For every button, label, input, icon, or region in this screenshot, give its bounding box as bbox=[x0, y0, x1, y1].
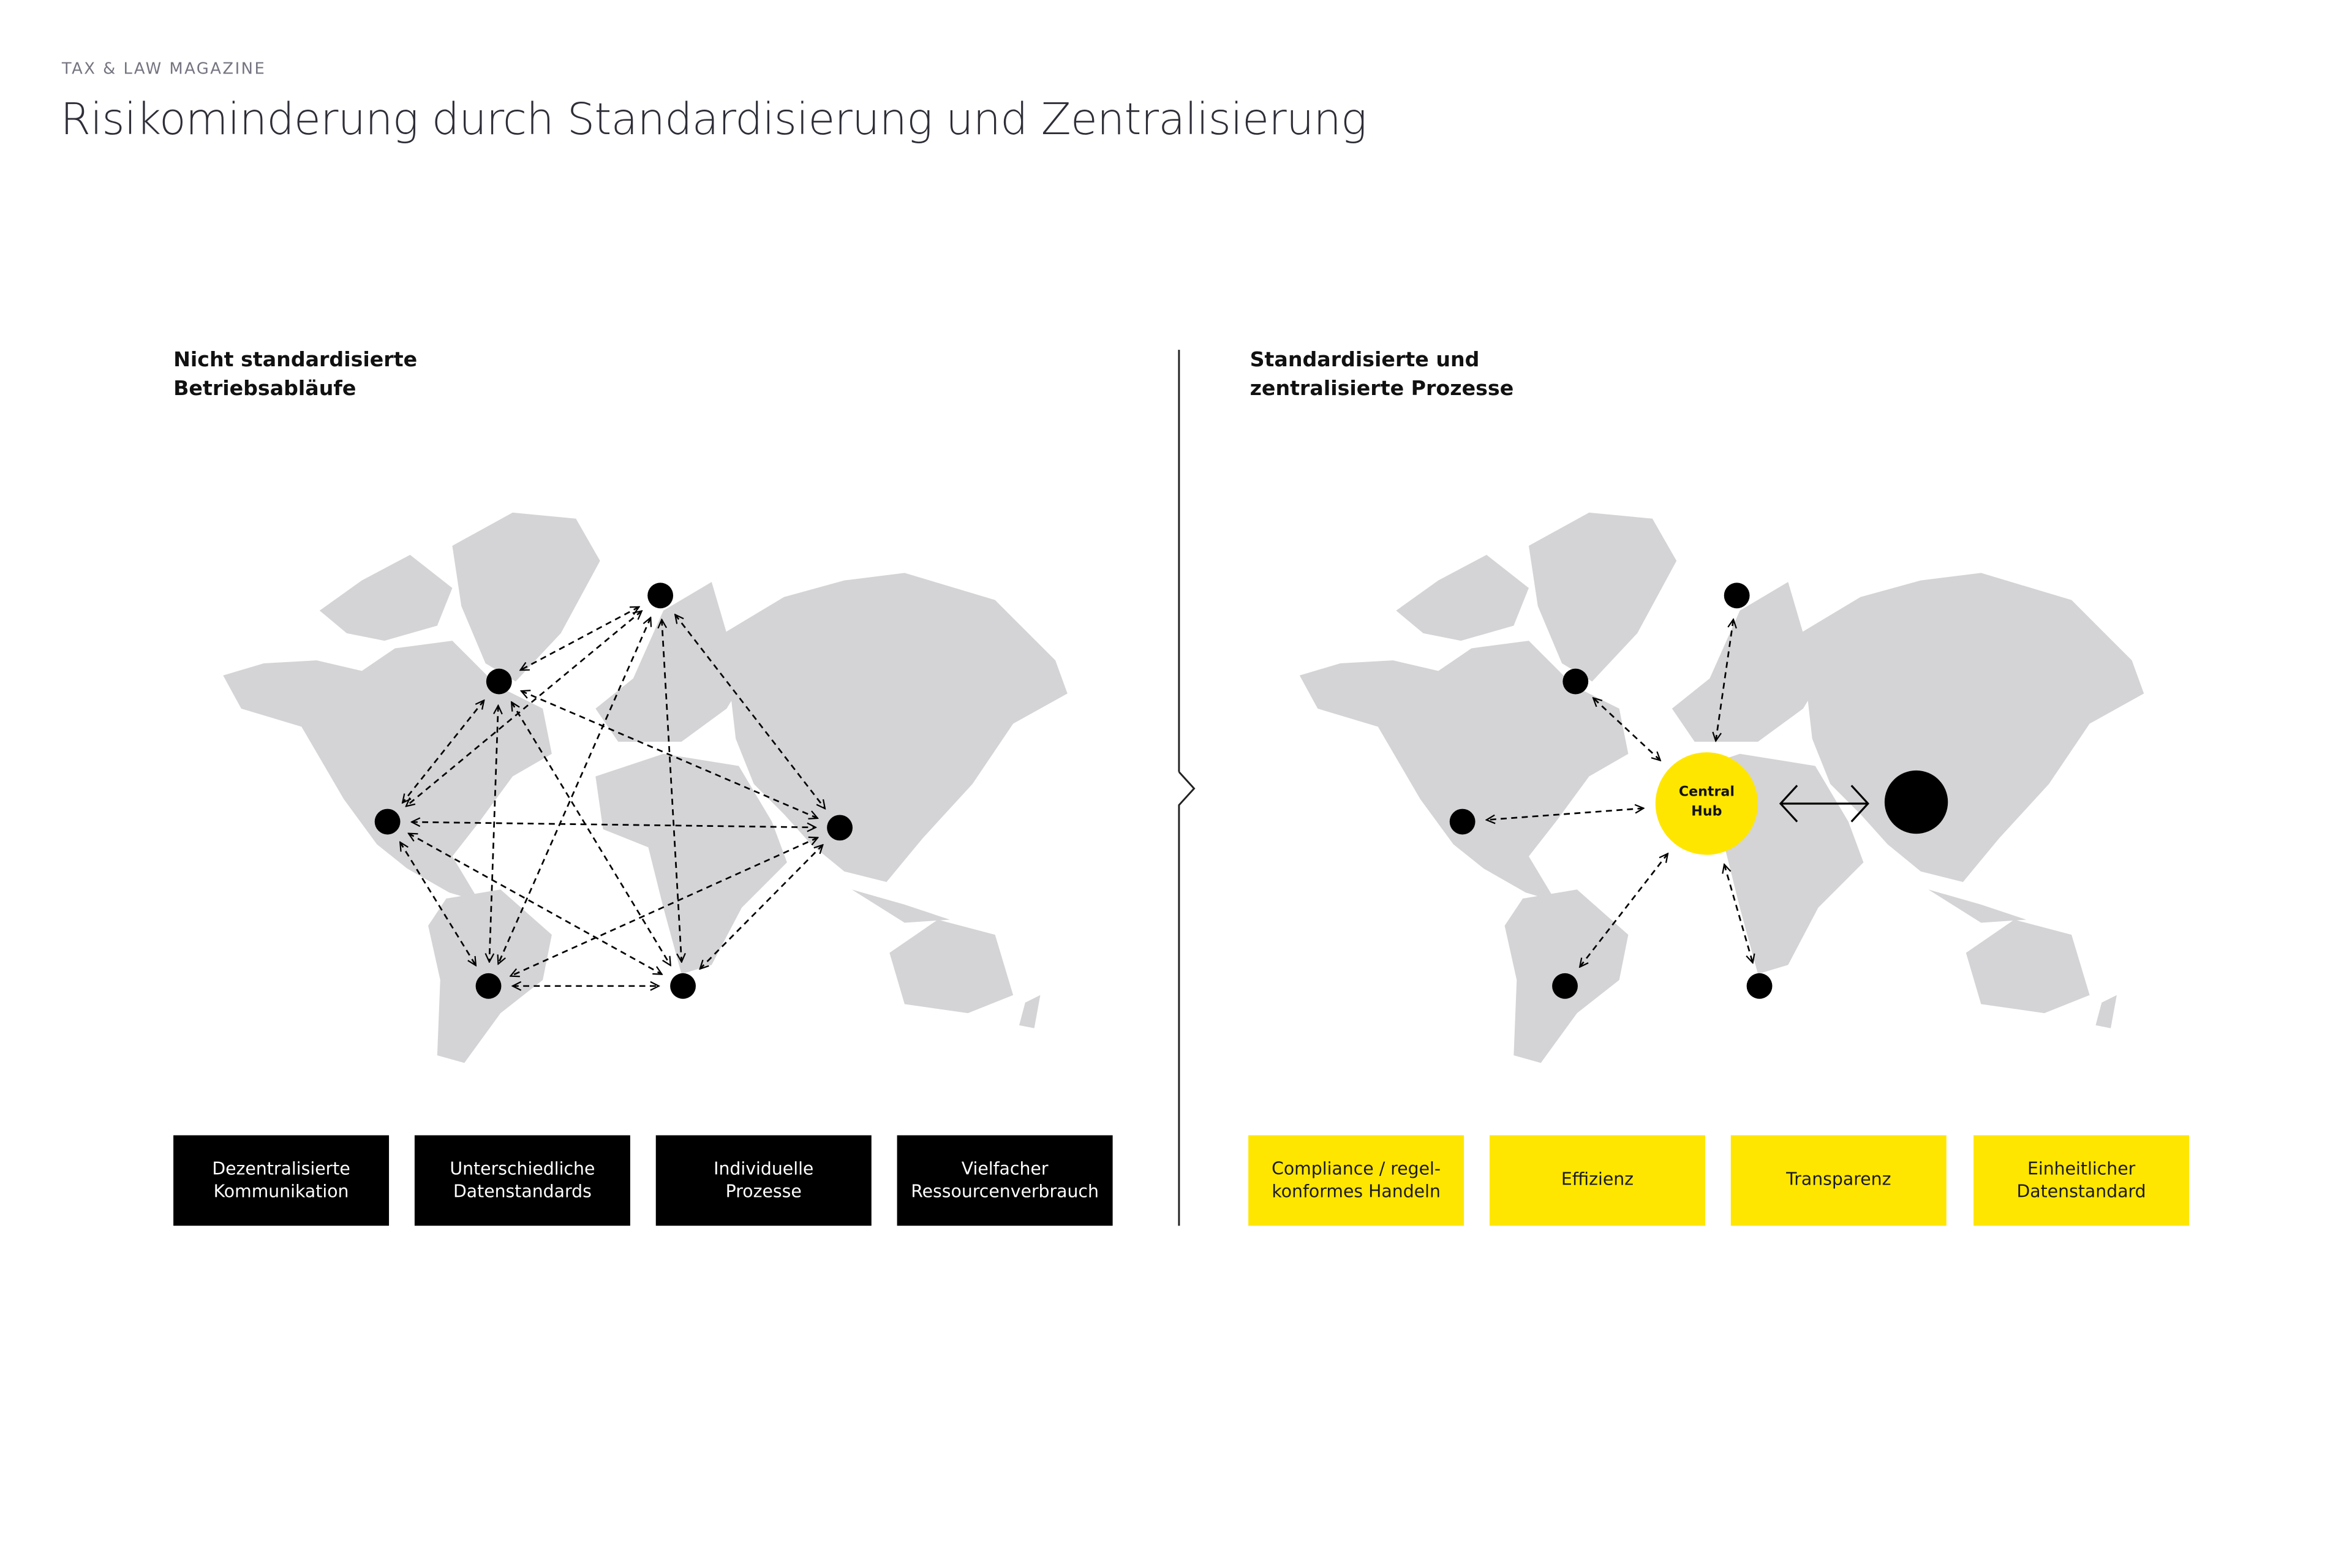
dashed-connection-arrow bbox=[412, 822, 816, 827]
box-line: Prozesse bbox=[725, 1180, 802, 1202]
box-line: Unterschiedliche bbox=[450, 1157, 595, 1178]
heading-line: Standardisierte und bbox=[1250, 348, 1480, 372]
location-node bbox=[1552, 973, 1578, 999]
box-line: Ressourcenverbrauch bbox=[911, 1180, 1099, 1202]
left-heading: Nicht standardisierte Betriebsabläufe bbox=[173, 347, 417, 404]
location-node bbox=[1562, 668, 1589, 695]
box-line: konformes Handeln bbox=[1272, 1180, 1441, 1202]
left-nodes bbox=[374, 582, 853, 999]
heading-line: zentralisierte Prozesse bbox=[1250, 377, 1514, 401]
box-line: Datenstandard bbox=[2016, 1180, 2146, 1202]
dashed-connection-arrow bbox=[1487, 809, 1643, 820]
location-node bbox=[1724, 582, 1750, 609]
heading-line: Betriebsabläufe bbox=[173, 377, 356, 401]
heading-line: Nicht standardisierte bbox=[173, 348, 418, 372]
location-node bbox=[486, 668, 512, 695]
central-hub bbox=[1655, 752, 1758, 855]
left-connections bbox=[400, 606, 825, 986]
divider-chevron bbox=[1178, 771, 1196, 1226]
hub-label-line: Central bbox=[1678, 785, 1735, 801]
box-line: Dezentralisierte bbox=[212, 1157, 350, 1178]
right-connections bbox=[1487, 619, 1753, 967]
location-node bbox=[827, 815, 853, 841]
box-effizienz: Effizienz bbox=[1489, 1135, 1705, 1226]
world-map-left bbox=[223, 512, 1068, 1063]
location-node bbox=[647, 582, 674, 609]
box-compliance: Compliance / regel-konformes Handeln bbox=[1248, 1135, 1464, 1226]
right-heading: Standardisierte und zentralisierte Proze… bbox=[1250, 347, 1514, 404]
box-line: Transparenz bbox=[1786, 1169, 1891, 1190]
dashed-connection-arrow bbox=[1593, 698, 1660, 760]
location-node bbox=[374, 809, 401, 835]
location-node bbox=[475, 973, 502, 999]
box-line: Einheitlicher bbox=[2027, 1157, 2136, 1178]
box-line: Effizienz bbox=[1561, 1169, 1634, 1190]
box-line: Kommunikation bbox=[213, 1180, 349, 1202]
box-transparenz: Transparenz bbox=[1730, 1135, 1947, 1226]
magazine-kicker: TAX & LAW MAGAZINE bbox=[61, 60, 266, 78]
location-node bbox=[670, 973, 696, 999]
double-arrow-heads bbox=[1779, 785, 1869, 823]
box-line: Datenstandards bbox=[453, 1180, 592, 1202]
hub-label: Central Hub bbox=[1656, 784, 1758, 823]
box-line: Vielfacher bbox=[961, 1157, 1049, 1178]
location-node bbox=[1449, 809, 1476, 835]
box-line: Compliance / regel- bbox=[1272, 1157, 1441, 1178]
asia-node bbox=[1884, 770, 1948, 834]
dashed-connection-arrow bbox=[1580, 854, 1668, 967]
right-nodes bbox=[1449, 582, 1773, 999]
hub-label-line: Hub bbox=[1691, 805, 1722, 821]
page-title: Risikominderung durch Standardisierung u… bbox=[60, 93, 1367, 145]
dashed-connection-arrow bbox=[402, 700, 484, 802]
dashed-connection-arrow bbox=[700, 845, 823, 968]
location-node bbox=[1746, 973, 1773, 999]
box-line: Individuelle bbox=[714, 1157, 814, 1178]
dashed-connection-arrow bbox=[1724, 864, 1752, 963]
